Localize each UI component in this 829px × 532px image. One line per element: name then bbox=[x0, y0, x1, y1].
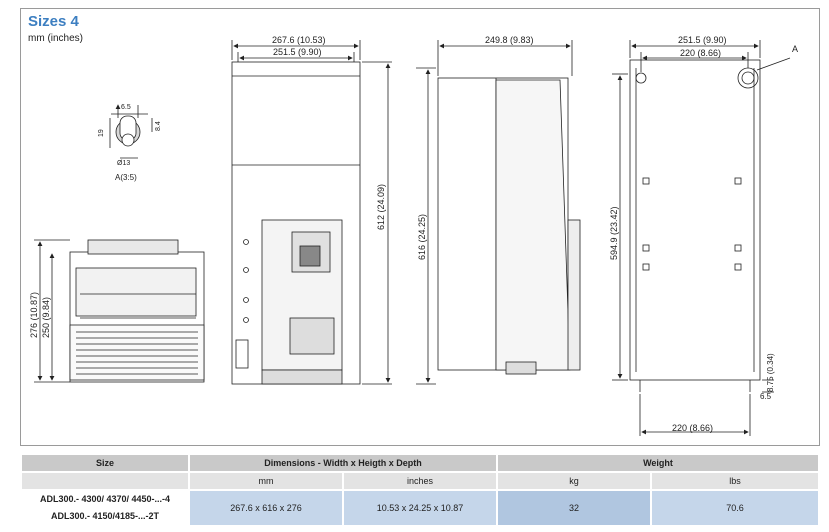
profile-view bbox=[416, 40, 581, 385]
subheader-blank bbox=[22, 473, 188, 489]
subheader-lbs: lbs bbox=[652, 473, 818, 489]
side-height-inner: 250 (9.84) bbox=[41, 297, 51, 338]
detail-dim-19: 19 bbox=[98, 129, 105, 137]
side-height-outer: 276 (10.87) bbox=[29, 292, 39, 338]
side-view bbox=[34, 239, 205, 383]
detail-dim-6-5: 6.5 bbox=[121, 104, 131, 111]
technical-drawing: 6.5 19 8.4 Ø13 A(3:5) 276 (10.87) 250 (9… bbox=[29, 35, 798, 436]
header-dimensions: Dimensions - Width x Heigth x Depth bbox=[190, 455, 496, 471]
page-title: Sizes 4 bbox=[28, 13, 79, 30]
model-name: ADL300.- 4150/4185-...-2T bbox=[50, 511, 160, 521]
value-mm: 267.6 x 616 x 276 bbox=[190, 491, 342, 525]
profile-depth: 249.8 (9.83) bbox=[485, 35, 534, 45]
dimensions-table: Size Dimensions - Width x Heigth x Depth… bbox=[20, 453, 820, 527]
header-weight: Weight bbox=[498, 455, 818, 471]
model-cell: ADL300.- 4300/ 4370/ 4450-...-4 ADL300.-… bbox=[22, 491, 188, 525]
back-foot-dim: 8.75 (0.34) bbox=[766, 353, 775, 392]
front-view bbox=[231, 40, 392, 385]
subheader-kg: kg bbox=[498, 473, 650, 489]
back-view bbox=[612, 40, 791, 436]
detail-caption: A(3:5) bbox=[115, 173, 137, 182]
subheader-mm: mm bbox=[190, 473, 342, 489]
detail-dim-8-4: 8.4 bbox=[155, 121, 162, 131]
value-kg: 32 bbox=[498, 491, 650, 525]
value-lbs: 70.6 bbox=[652, 491, 818, 525]
front-width-outer: 267.6 (10.53) bbox=[272, 35, 326, 45]
back-foot-small: 6.5 bbox=[760, 392, 772, 401]
back-width-inner: 220 (8.66) bbox=[680, 48, 721, 58]
model-name: ADL300.- 4300/ 4370/ 4450-...-4 bbox=[39, 494, 171, 504]
back-height: 594.9 (23.42) bbox=[609, 206, 619, 260]
detail-dim-diameter: Ø13 bbox=[117, 160, 130, 167]
units-note: mm (inches) bbox=[28, 33, 84, 44]
front-width-inner: 251.5 (9.90) bbox=[273, 47, 322, 57]
front-height: 612 (24.09) bbox=[376, 184, 386, 230]
callout-a-label: A bbox=[792, 44, 798, 54]
header-size: Size bbox=[22, 455, 188, 471]
subheader-inches: inches bbox=[344, 473, 496, 489]
detail-a-view bbox=[109, 104, 153, 159]
back-width-outer: 251.5 (9.90) bbox=[678, 35, 727, 45]
value-inches: 10.53 x 24.25 x 10.87 bbox=[344, 491, 496, 525]
profile-height: 616 (24.25) bbox=[417, 214, 427, 260]
back-bottom-width: 220 (8.66) bbox=[672, 423, 713, 433]
